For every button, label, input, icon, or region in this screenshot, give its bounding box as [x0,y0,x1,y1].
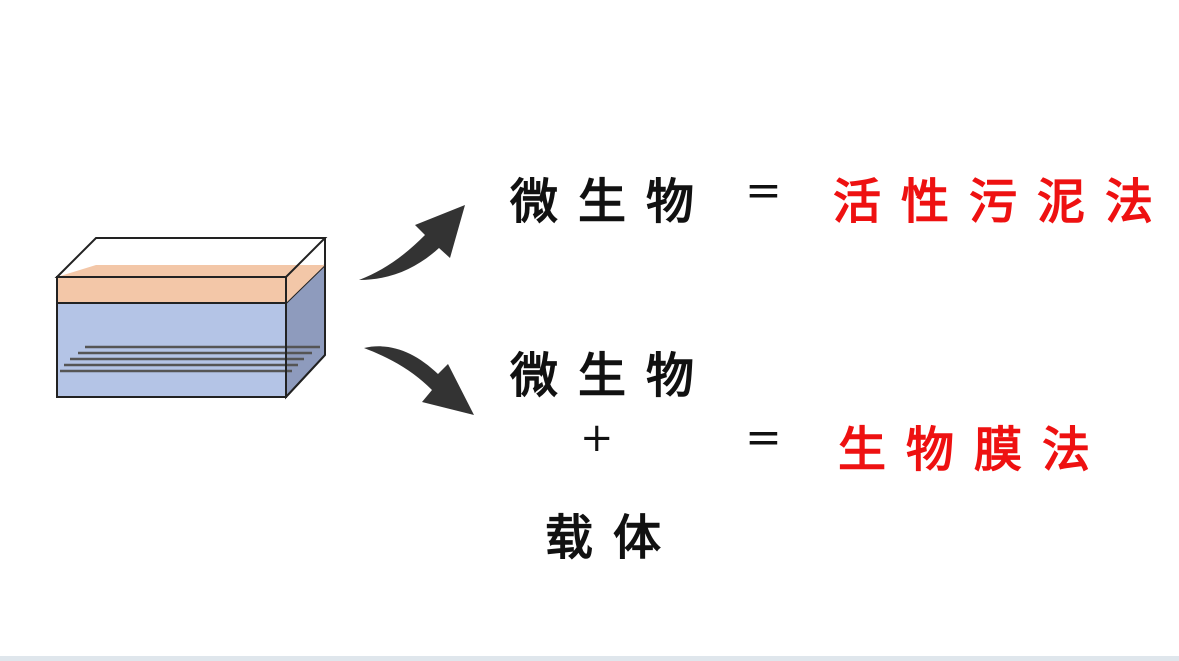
row1-equals-sign: = [745,165,782,216]
row1-activated-sludge-label: 活性污泥法 [833,174,1174,230]
curved-arrow-up-icon [359,205,465,280]
tank-frame [54,237,328,398]
tank-sludge-top [57,265,325,303]
curved-arrow-down-icon [364,346,474,415]
water-tank-icon [54,237,328,400]
row1-microorganism-label: 微生物 [510,174,715,230]
row2-carrier-label: 载体 [545,510,682,566]
row2-plus-sign: + [580,415,614,461]
tank-water-front [57,303,286,397]
tank-media-lines [60,345,320,373]
row2-equals-sign: = [745,412,782,463]
row2-microorganism-label: 微生物 [510,348,715,404]
row2-biofilm-label: 生物膜法 [838,422,1111,478]
bottom-divider [0,656,1179,661]
